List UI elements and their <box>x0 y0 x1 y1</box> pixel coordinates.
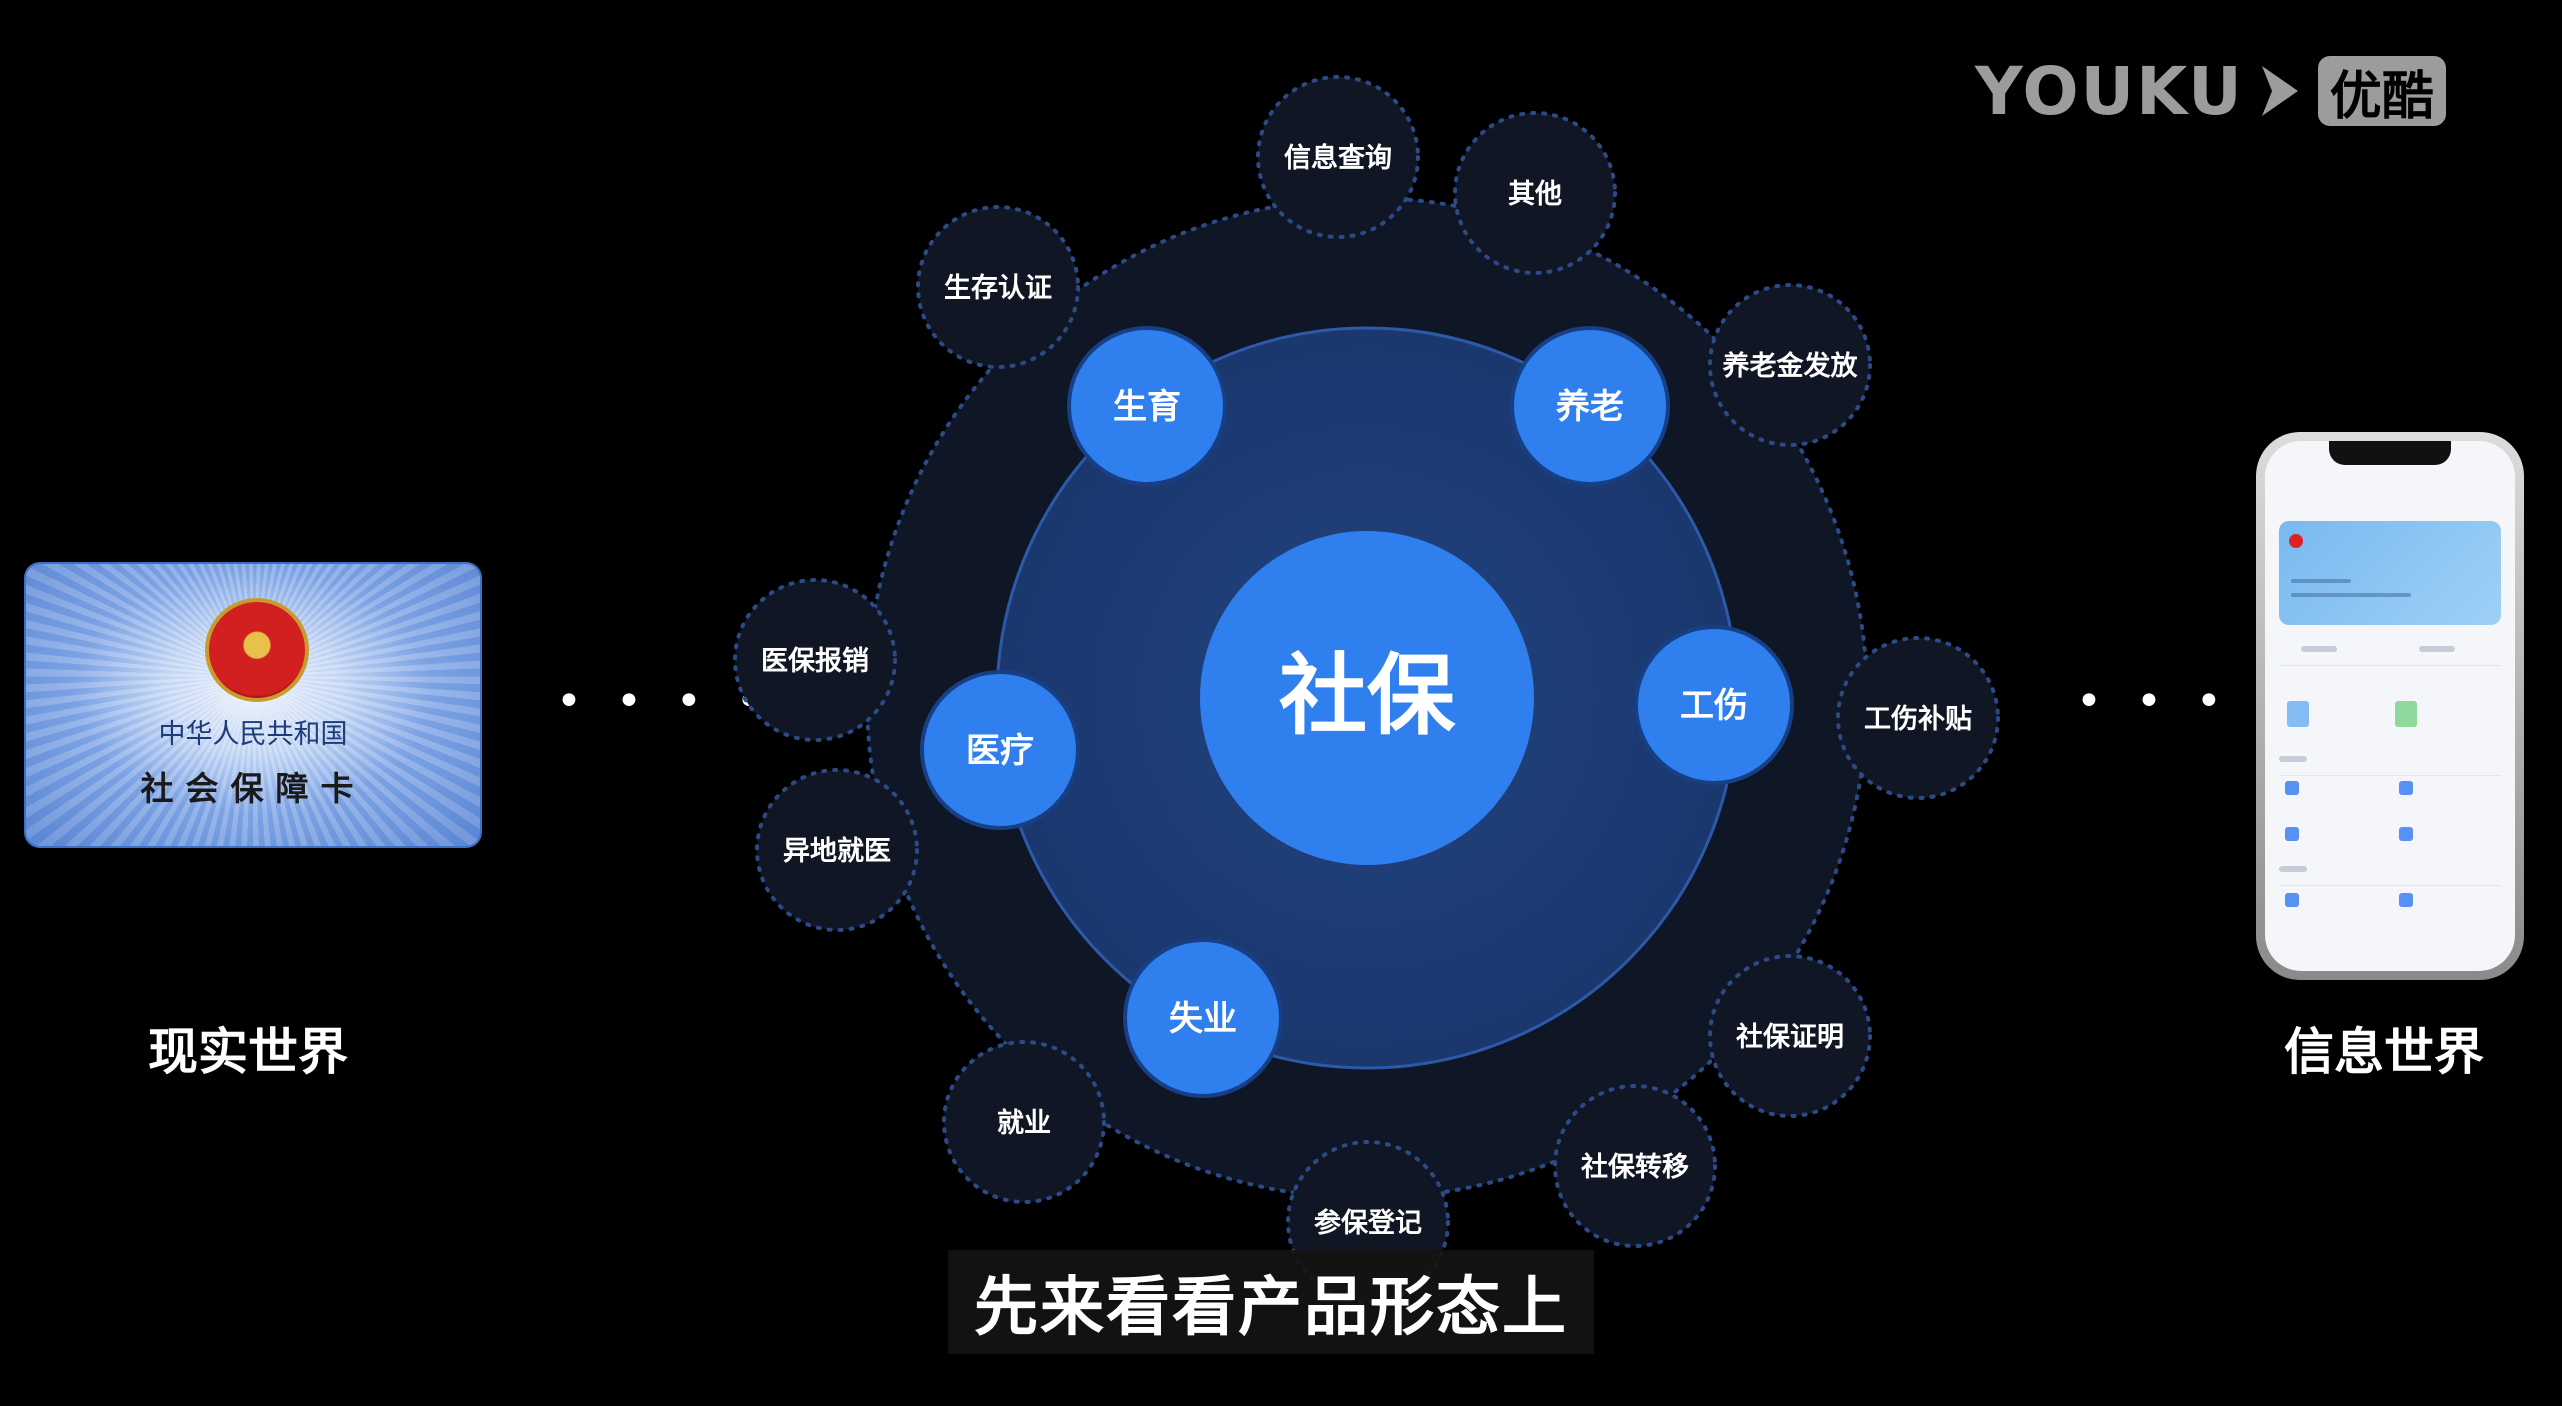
inner-node-label: 失业 <box>1169 999 1237 1039</box>
outer-node-circle <box>755 768 919 932</box>
inner-node-circle <box>920 670 1080 830</box>
outer-node: 养老金发放 <box>1708 283 1872 447</box>
outer-node-label: 工伤补贴 <box>1864 704 1972 735</box>
outer-node: 就业 <box>942 1040 1106 1204</box>
outer-node-label: 医保报销 <box>761 646 869 677</box>
outer-node-label: 社保转移 <box>1581 1151 1689 1183</box>
center-label: 社保 <box>1279 644 1456 747</box>
inner-node-label: 医疗 <box>966 731 1034 771</box>
outer-node-circle <box>1256 75 1420 239</box>
outer-node: 工伤补贴 <box>1836 636 2000 800</box>
inner-node-circle <box>1634 625 1794 785</box>
outer-node: 社保转移 <box>1553 1084 1717 1248</box>
outer-node-label: 社保证明 <box>1736 1021 1844 1053</box>
outer-node-label: 其他 <box>1508 179 1562 210</box>
outer-node-label: 就业 <box>997 1108 1051 1139</box>
inner-node: 失业 <box>1123 938 1283 1098</box>
inner-node-circle <box>1123 938 1283 1098</box>
outer-node-label: 信息查询 <box>1284 142 1392 174</box>
logo-badge: 优酷 <box>2317 56 2446 127</box>
outer-node: 信息查询 <box>1256 75 1420 239</box>
outer-node-circle <box>733 578 897 742</box>
video-subtitle: 先来看看产品形态上 <box>948 1250 1594 1354</box>
inner-node-label: 养老 <box>1556 387 1624 427</box>
outer-node-circle <box>942 1040 1106 1204</box>
center-node <box>1200 531 1534 865</box>
phone-screen <box>2265 441 2515 971</box>
inner-node: 医疗 <box>920 670 1080 830</box>
outer-node: 异地就医 <box>755 768 919 932</box>
outer-node: 生存认证 <box>916 205 1080 369</box>
national-emblem-icon <box>205 598 309 702</box>
inner-node-label: 生育 <box>1113 387 1181 427</box>
outer-node-circle <box>1708 954 1872 1118</box>
inner-node-circle <box>1510 326 1670 486</box>
outer-node: 社保证明 <box>1708 954 1872 1118</box>
outer-node-circle <box>916 205 1080 369</box>
outer-node-circle <box>1553 1084 1717 1248</box>
phone-row <box>2279 857 2501 886</box>
youku-logo: YOUKU 优酷 <box>1975 52 2446 130</box>
logo-wordmark: YOUKU <box>1975 52 2244 130</box>
inner-node-circle <box>1067 326 1227 486</box>
card-issuer-text: 中华人民共和国 <box>158 719 348 750</box>
mini-seal-icon <box>2289 534 2303 548</box>
outer-node-label: 生存认证 <box>944 273 1052 304</box>
outer-node-label: 参保登记 <box>1314 1207 1422 1239</box>
inner-node: 生育 <box>1067 326 1227 486</box>
phone-notch <box>2329 441 2451 465</box>
outer-node-circle <box>1836 636 2000 800</box>
phone-row <box>2279 637 2501 666</box>
phone-mockup <box>2256 432 2524 980</box>
real-world-label: 现实世界 <box>148 1023 348 1081</box>
inner-node: 工伤 <box>1634 625 1794 785</box>
phone-row <box>2279 747 2501 776</box>
inner-node: 养老 <box>1510 326 1670 486</box>
outer-node-label: 养老金发放 <box>1723 350 1859 382</box>
info-world-label: 信息世界 <box>2284 1023 2484 1081</box>
outer-node: 其他 <box>1453 111 1617 275</box>
outer-node-circle <box>1453 111 1617 275</box>
outer-node-circle <box>1708 283 1872 447</box>
inner-node-label: 工伤 <box>1680 686 1748 726</box>
play-arrow-icon <box>2261 66 2298 116</box>
social-security-card-image: 中华人民共和国 社会保障卡 <box>24 562 482 848</box>
mini-card <box>2279 521 2501 625</box>
outer-node-label: 异地就医 <box>783 836 891 867</box>
outer-node: 医保报销 <box>733 578 897 742</box>
card-title-text: 社会保障卡 <box>140 769 366 808</box>
